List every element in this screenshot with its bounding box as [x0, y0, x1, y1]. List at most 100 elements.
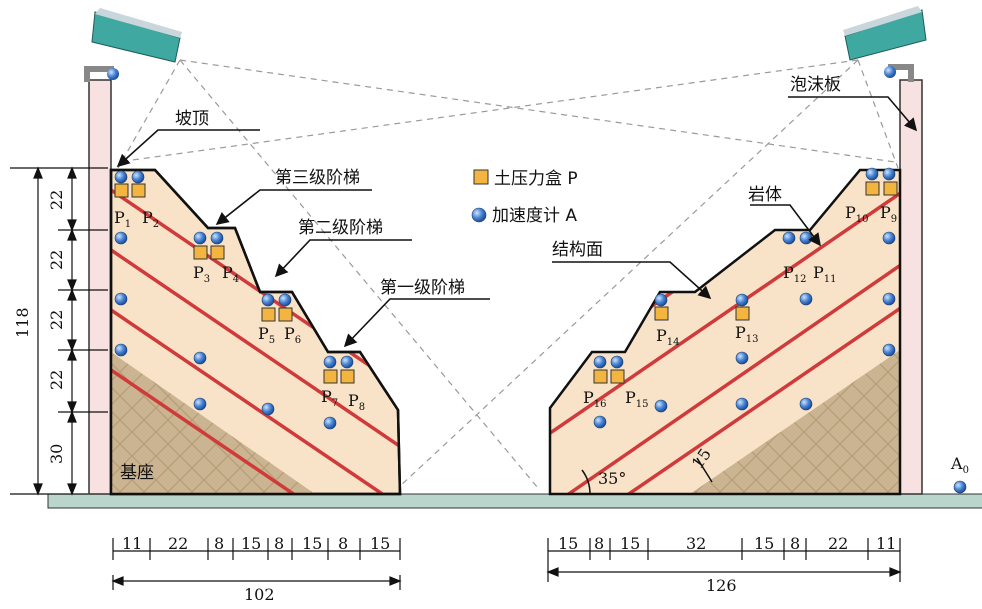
- dim-left-total: 102: [244, 585, 275, 604]
- dim-right-w7: 22: [828, 534, 848, 553]
- pressure-box: [610, 369, 625, 384]
- dim-right-w3: 15: [620, 534, 640, 553]
- dim-left-w8: 15: [370, 534, 390, 553]
- dim-right-w6: 8: [790, 534, 800, 553]
- accelerometers: [114, 167, 967, 494]
- pressure-box: [473, 169, 489, 185]
- dim-right-total: 126: [706, 576, 737, 595]
- accelerometer: [323, 355, 337, 369]
- ground-sensor-label: A0: [950, 454, 969, 476]
- label-angle: 35°: [598, 469, 626, 488]
- accelerometer: [865, 167, 879, 181]
- dim-left-w7: 8: [338, 534, 348, 553]
- pressure-label: P14: [656, 326, 680, 348]
- accelerometer: [882, 292, 896, 306]
- dim-left-w6: 15: [302, 534, 322, 553]
- dim-height-3: 22: [47, 310, 66, 330]
- dim-right-w4: 32: [686, 534, 706, 553]
- accelerometer: [735, 351, 749, 365]
- pressure-label: P11: [813, 263, 837, 285]
- label-step3: 第三级阶梯: [275, 168, 360, 188]
- camera-sightlines: [117, 59, 899, 489]
- right-horizontal-dimensions: [546, 538, 902, 582]
- pressure-box: [114, 183, 129, 198]
- pressure-label: P13: [735, 323, 759, 345]
- accelerometer: [323, 416, 337, 430]
- accelerometer: [114, 170, 128, 184]
- accelerometer: [261, 293, 275, 307]
- accelerometer: [261, 402, 275, 416]
- dim-left-w2: 22: [168, 534, 188, 553]
- label-rock: 岩体: [748, 185, 782, 205]
- legend-accelerometer-label: 加速度计 A: [492, 206, 577, 226]
- accelerometer: [610, 355, 624, 369]
- dim-left-w5: 8: [274, 534, 284, 553]
- dim-height-5: 30: [47, 444, 66, 464]
- pressure-label: P8: [348, 391, 365, 413]
- pressure-label: P7: [321, 387, 338, 409]
- accelerometer: [882, 231, 896, 245]
- pressure-label: P2: [142, 208, 159, 230]
- dim-total-height: 118: [13, 307, 32, 338]
- accelerometer: [193, 231, 207, 245]
- dim-height-2: 22: [47, 250, 66, 270]
- dim-height-4: 22: [47, 370, 66, 390]
- pressure-label: P4: [222, 263, 239, 285]
- pressure-label: P5: [258, 324, 275, 346]
- accelerometer: [735, 397, 749, 411]
- accelerometer: [114, 343, 128, 357]
- accelerometer: [799, 397, 813, 411]
- pressure-label: P9: [880, 203, 897, 225]
- pressure-box: [193, 245, 208, 260]
- callout-leaders: [116, 96, 918, 348]
- pressure-box: [593, 369, 608, 384]
- dim-right-w2: 8: [594, 534, 604, 553]
- pressure-labels: P1 P2 P3 P4 P5 P6 P7 P8 P9 P10 P11 P12 P…: [114, 203, 969, 476]
- pressure-box: [131, 183, 146, 198]
- accelerometer: [193, 397, 207, 411]
- pressure-box: [883, 181, 898, 196]
- joint-line: [111, 248, 400, 462]
- pressure-box: [210, 245, 225, 260]
- accelerometer: [471, 207, 487, 223]
- pressure-boxes: [114, 169, 898, 384]
- left-post: [88, 79, 112, 495]
- pressure-box: [261, 307, 276, 322]
- left-horizontal-dimensions: [111, 538, 402, 590]
- accelerometer: [131, 170, 145, 184]
- joint-line: [111, 368, 321, 494]
- accelerometer: [593, 355, 607, 369]
- pressure-label: P6: [284, 324, 301, 346]
- label-slope-top: 坡顶: [175, 109, 209, 129]
- pressure-box: [735, 306, 750, 321]
- pressure-box: [323, 369, 338, 384]
- accelerometer: [799, 292, 813, 306]
- pressure-box: [278, 307, 293, 322]
- accelerometer: [210, 231, 224, 245]
- pressure-label: P12: [783, 263, 807, 285]
- left-slope: [109, 168, 402, 496]
- dim-right-w8: 11: [876, 534, 896, 553]
- dim-right-w1: 15: [558, 534, 578, 553]
- pressure-label: P1: [114, 208, 131, 230]
- label-structural-plane: 结构面: [552, 240, 603, 260]
- dim-height-1: 22: [47, 190, 66, 210]
- joint-spacing-line: [696, 457, 713, 483]
- label-base: 基座: [120, 463, 154, 483]
- dim-left-w1: 11: [122, 534, 142, 553]
- pressure-box: [654, 306, 669, 321]
- right-camera: [843, 6, 927, 82]
- joint-line: [550, 188, 900, 442]
- accelerometer: [278, 293, 292, 307]
- joint-line: [111, 308, 400, 494]
- accelerometer: [953, 480, 967, 494]
- dim-left-w3: 8: [214, 534, 224, 553]
- accelerometer: [654, 293, 668, 307]
- label-step2: 第二级阶梯: [298, 218, 383, 238]
- right-slope: [548, 168, 902, 496]
- label-step1: 第一级阶梯: [380, 278, 465, 298]
- ground-strip: [47, 493, 982, 509]
- accelerometer: [654, 399, 668, 413]
- label-foam-board: 泡沫板: [790, 75, 841, 95]
